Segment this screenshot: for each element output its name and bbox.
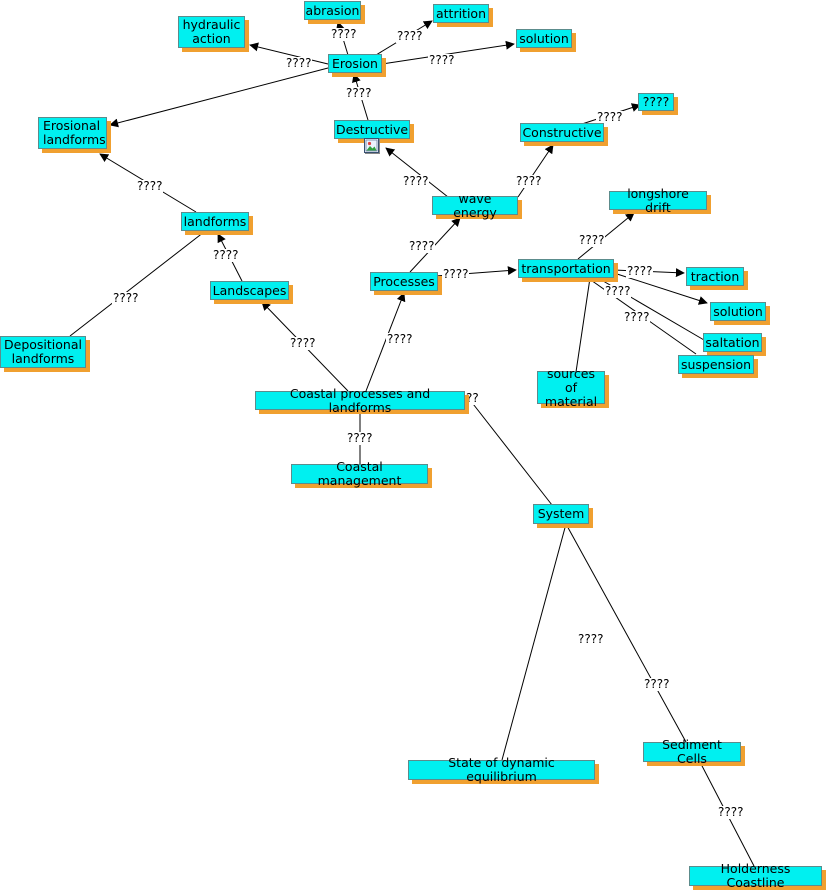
link-label: ????	[212, 248, 240, 262]
node-wave-energy[interactable]: wave energy	[432, 191, 518, 219]
link-system-equilibrium	[501, 523, 567, 761]
link-landforms-depositional	[69, 231, 205, 337]
node-destructive[interactable]: Destructive	[334, 120, 410, 139]
node-sources-of-material[interactable]: sources of material	[537, 366, 605, 408]
link-label: ????	[346, 431, 374, 445]
node-landscapes[interactable]: Landscapes	[210, 281, 289, 300]
link-label: ????	[330, 27, 358, 41]
link-label: ????	[289, 336, 317, 350]
node-processes[interactable]: Processes	[370, 272, 438, 291]
node-transportation[interactable]: transportation	[518, 259, 614, 278]
link-label: ????	[626, 264, 654, 278]
link-label: ????	[345, 86, 373, 100]
node-abrasion[interactable]: abrasion	[304, 1, 361, 20]
node-attrition[interactable]: attrition	[433, 4, 489, 23]
node-sediment-cells[interactable]: Sediment Cells	[643, 738, 741, 766]
link-system-sediment	[565, 523, 687, 743]
link-wave-constructive	[517, 144, 554, 198]
link-label: ????	[136, 179, 164, 193]
node-landforms[interactable]: landforms	[181, 212, 249, 231]
link-wave-destructive	[385, 147, 449, 198]
link-erosion-erosional	[109, 67, 329, 128]
node-hydraulic-action[interactable]: hydraulic action	[178, 16, 245, 48]
link-label: ????	[717, 805, 745, 819]
link-erosion-hydraulic	[249, 42, 329, 65]
node-traction[interactable]: traction	[686, 267, 744, 286]
link-label: ????	[402, 174, 430, 188]
link-label: ????	[442, 267, 470, 281]
node-suspension[interactable]: suspension	[678, 355, 754, 374]
link-coastal-processes	[365, 292, 406, 392]
link-label: ????	[596, 110, 624, 124]
node-state-of-dynamic-equilibrium[interactable]: State of dynamic equilibrium	[408, 756, 595, 784]
link-label: ????	[428, 53, 456, 67]
image-icon[interactable]	[364, 138, 379, 153]
node-unknown[interactable]: ????	[638, 93, 674, 111]
node-longshore-drift[interactable]: longshore drift	[609, 186, 707, 214]
link-label: ????	[112, 291, 140, 305]
link-transport-sources	[575, 277, 591, 373]
node-solution-transport[interactable]: solution	[710, 302, 766, 321]
node-coastal-processes-and-landforms[interactable]: Coastal processes and landforms	[255, 386, 465, 414]
link-label: ????	[623, 310, 651, 324]
link-label: ????	[577, 632, 605, 646]
link-label: ????	[643, 677, 671, 691]
link-label: ????	[515, 174, 543, 188]
node-constructive[interactable]: Constructive	[520, 123, 604, 142]
node-erosional-landforms[interactable]: Erosional landforms	[38, 117, 107, 149]
link-label: ????	[578, 233, 606, 247]
node-system[interactable]: System	[533, 504, 589, 524]
link-label: ????	[408, 239, 436, 253]
link-label: ????	[604, 284, 632, 298]
link-transport-solution	[613, 272, 708, 305]
node-holderness-coastline[interactable]: Holderness Coastline	[689, 862, 822, 890]
node-depositional-landforms[interactable]: Depositional landforms	[0, 336, 86, 368]
node-solution-erosion[interactable]: solution	[516, 29, 572, 48]
link-label: ??	[465, 391, 480, 405]
link-coastal-system	[469, 399, 553, 506]
node-coastal-management[interactable]: Coastal management	[291, 460, 428, 488]
link-transport-longshore	[577, 212, 635, 260]
node-saltation[interactable]: saltation	[703, 333, 762, 352]
link-label: ????	[386, 332, 414, 346]
link-label: ????	[285, 56, 313, 70]
link-label: ????	[396, 29, 424, 43]
node-erosion[interactable]: Erosion	[328, 54, 382, 73]
